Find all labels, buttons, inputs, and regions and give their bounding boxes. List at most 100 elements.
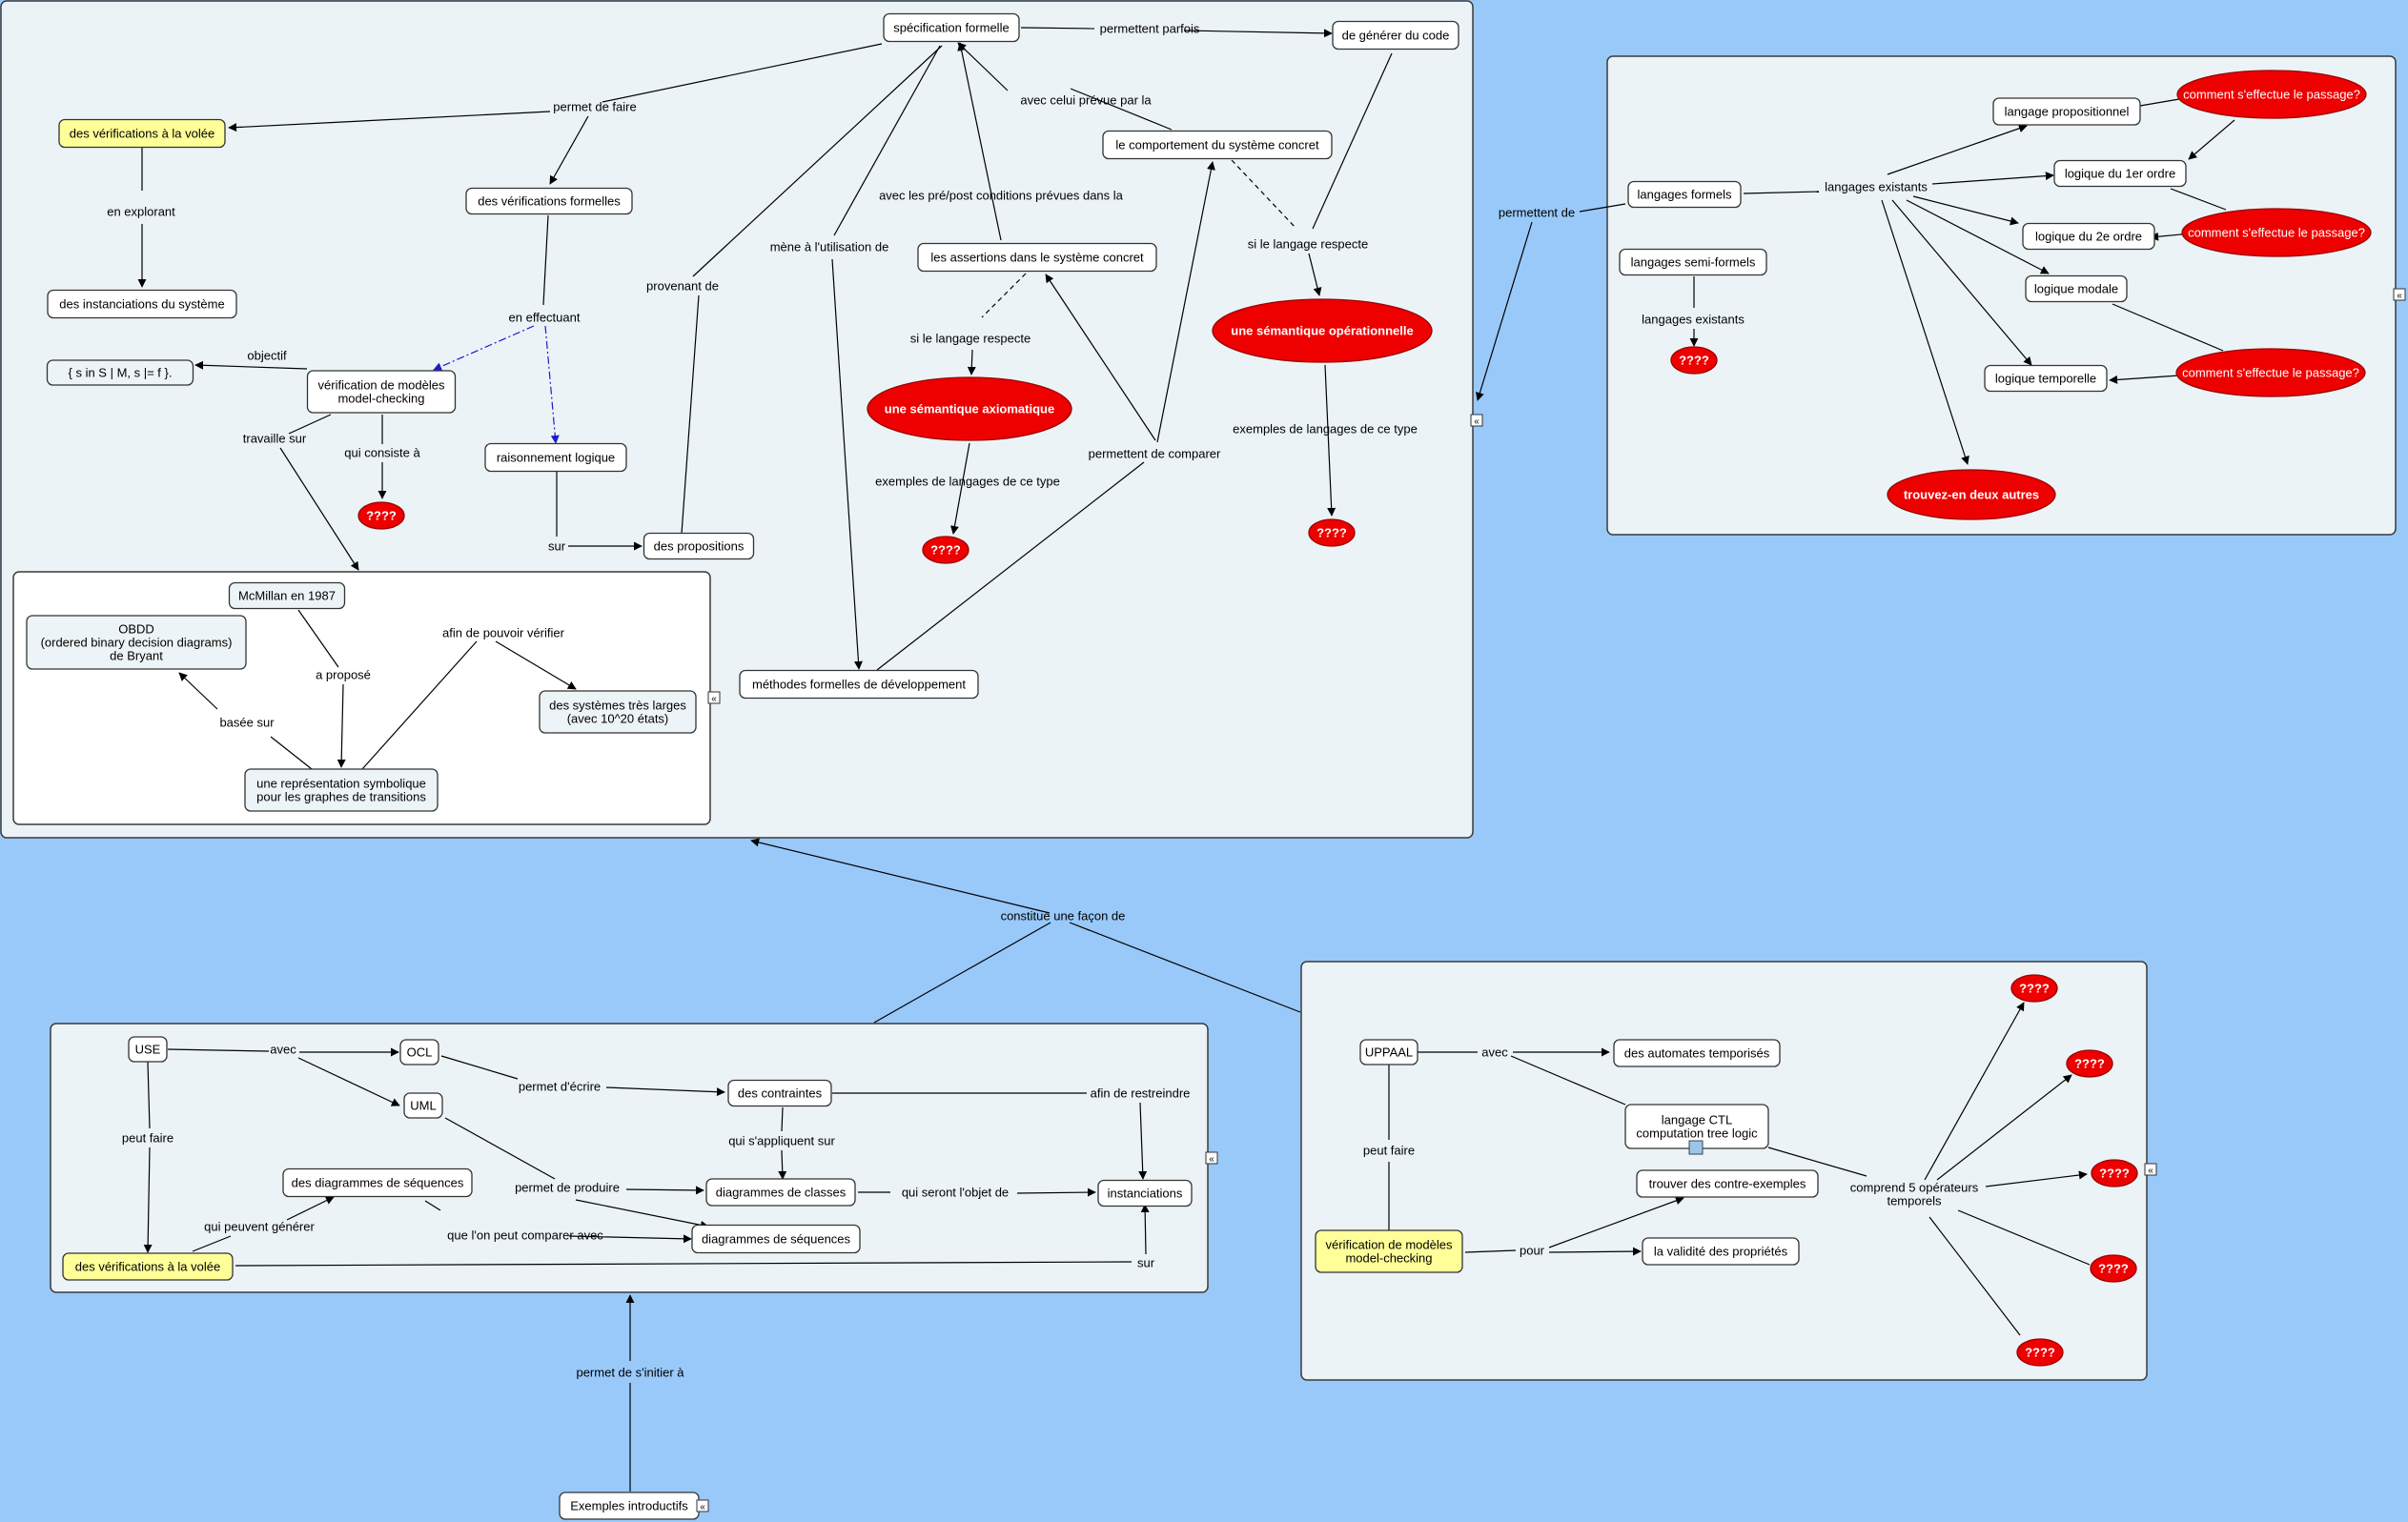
label-text: instanciations (1108, 1187, 1183, 1201)
concept-right-logique-temporelle[interactable]: logique temporelle (1984, 364, 2108, 393)
label-text: permet de s'initier à (576, 1366, 684, 1380)
label-text: UML (410, 1099, 436, 1113)
concept-top-verifications-formelles[interactable]: des vérifications formelles (465, 187, 633, 215)
concept-top-mcmillan[interactable]: McMillan en 1987 (228, 581, 346, 610)
concept-top-instanciations-systeme[interactable]: des instanciations du système (47, 289, 237, 319)
question-bottom-right-q1[interactable]: ???? (2010, 974, 2058, 1003)
concept-top-comportement-systeme-concret[interactable]: le comportement du système concret (1102, 130, 1333, 160)
link-label-bottom-left-qui-peuvent-generer: qui peuvent générer (204, 1220, 315, 1234)
link-label-right-langages-existants-2: langages existants (1642, 313, 1745, 327)
label-text: mène à l'utilisation de (770, 240, 889, 254)
concept-right-logique-2e-ordre[interactable]: logique du 2e ordre (2022, 222, 2155, 251)
concept-top-methodes-formelles[interactable]: méthodes formelles de développement (739, 669, 979, 700)
collapse-bottom-left-icon[interactable]: « (1205, 1151, 1218, 1165)
label-text: afin de restreindre (1091, 1086, 1191, 1101)
label-text: a proposé (316, 668, 371, 682)
question-right-comment-passage-3[interactable]: comment s'effectue le passage? (2175, 348, 2366, 397)
concept-top-assertions-systeme-concret[interactable]: les assertions dans le système concret (917, 242, 1157, 273)
link-label-top-provenant-de: provenant de (646, 279, 719, 294)
link-label-top-travaille-sur: travaille sur (243, 432, 307, 446)
link-label-top-permettent-parfois: permettent parfois (1100, 22, 1200, 36)
label-text: avec celui prévue par la (1020, 93, 1152, 108)
label-text: basée sur (219, 716, 275, 730)
concept-bottom-left-diagrammes-sequences-1[interactable]: des diagrammes de séquences (282, 1167, 473, 1198)
concept-bottom-left-instanciations[interactable]: instanciations (1097, 1179, 1193, 1207)
label-text: avec (1481, 1045, 1508, 1060)
question-bottom-right-q2[interactable]: ???? (2066, 1049, 2113, 1078)
label-text: OCL (407, 1045, 433, 1060)
collapse-top-icon[interactable]: « (1470, 414, 1483, 427)
label-text: logique temporelle (1995, 372, 2096, 386)
svg-text:«: « (1209, 1154, 1214, 1165)
concept-bottom-left-diagrammes-classes[interactable]: diagrammes de classes (705, 1178, 856, 1207)
concept-right-langages-formels[interactable]: langages formels (1627, 180, 1742, 209)
label-text: ???? (366, 509, 397, 523)
concept-bottom-left-des-contraintes[interactable]: des contraintes (727, 1079, 832, 1107)
concept-top-de-generer-du-code[interactable]: de générer du code (1332, 20, 1459, 51)
link-label-bottom-left-permet-decrire: permet d'écrire (519, 1080, 601, 1094)
concept-top-raisonnement-logique[interactable]: raisonnement logique (484, 442, 627, 473)
question-top-q3[interactable]: ???? (922, 536, 969, 564)
concept-bottom-left-uml[interactable]: UML (403, 1092, 443, 1119)
collapse-right-icon[interactable]: « (2393, 288, 2406, 301)
concept-bottom-left-use[interactable]: USE (128, 1036, 168, 1063)
document-icon[interactable] (1688, 1140, 1704, 1155)
question-top-q1[interactable]: ???? (357, 501, 405, 530)
link-label-top-avec-pre-post: avec les pré/post conditions prévues dan… (879, 189, 1124, 203)
link-label-right-permettent-de: permettent de (1499, 206, 1575, 220)
question-top-q2[interactable]: ???? (1308, 518, 1356, 547)
label-text: en effectuant (509, 311, 581, 325)
label-text: comment s'effectue le passage? (2188, 226, 2365, 240)
link-label-bottom-left-sur: sur (1137, 1256, 1155, 1270)
concept-bottom-left-diagrammes-sequences-2[interactable]: diagrammes de séquences (691, 1224, 861, 1254)
concept-right-langages-semi-formels[interactable]: langages semi-formels (1619, 248, 1767, 276)
link-label-bottom-left-permet-de-produire: permet de produire (515, 1181, 620, 1195)
label-text: langages formels (1638, 188, 1732, 202)
label-text: constitue une façon de (1001, 909, 1126, 923)
collapse-exemples-icon[interactable]: « (696, 1499, 709, 1512)
question-right-comment-passage-2[interactable]: comment s'effectue le passage? (2181, 208, 2372, 257)
label-text: langages existants (1642, 313, 1745, 327)
concept-exemples-introductifs[interactable]: Exemples introductifs (559, 1492, 700, 1520)
label-text: que l'on peut comparer avec (447, 1228, 603, 1243)
concept-right-logique-modale[interactable]: logique modale (2025, 274, 2128, 303)
concept-top-verifications-a-la-volee[interactable]: des vérifications à la volée (58, 118, 226, 149)
label-text: des diagrammes de séquences (292, 1176, 464, 1190)
collapse-bottom-right-icon[interactable]: « (2144, 1163, 2157, 1176)
concept-right-logique-1er-ordre[interactable]: logique du 1er ordre (2053, 159, 2187, 188)
concept-right-langage-propositionnel[interactable]: langage propositionnel (1992, 97, 2141, 126)
concept-bottom-left-ocl[interactable]: OCL (399, 1039, 439, 1065)
question-top-semantique-operationnelle[interactable]: une sémantique opérationnelle (1212, 298, 1433, 363)
label-text: sur (548, 539, 566, 554)
collapse-inner-icon[interactable]: « (707, 691, 721, 704)
concept-bottom-left-verifications-a-la-volee[interactable]: des vérifications à la volée (62, 1252, 234, 1281)
question-right-q4[interactable]: ???? (1670, 346, 1718, 375)
concept-bottom-right-validite-proprietes[interactable]: la validité des propriétés (1642, 1237, 1800, 1266)
concept-top-des-propositions[interactable]: des propositions (643, 532, 755, 560)
question-right-trouvez-en[interactable]: trouvez-en deux autres (1887, 469, 2056, 520)
concept-bottom-right-trouver-contre-exemples[interactable]: trouver des contre-exemples (1636, 1169, 1819, 1198)
link-label-bottom-left-qui-sappliquent-sur: qui s'appliquent sur (728, 1134, 835, 1148)
label-text: une sémantique axiomatique (885, 402, 1054, 416)
question-bottom-right-q4[interactable]: ???? (2090, 1254, 2137, 1283)
concept-top-systemes-tres-larges[interactable]: des systèmes très larges(avec 10^20 état… (539, 690, 697, 734)
question-bottom-right-q5[interactable]: ???? (2016, 1338, 2064, 1367)
concept-bottom-right-uppaal[interactable]: UPPAAL (1359, 1039, 1418, 1065)
concept-top-specification-formelle[interactable]: spécification formelle (883, 12, 1020, 43)
link-label-bottom-left-peut-faire: peut faire (122, 1131, 173, 1146)
label-text: afin de pouvoir vérifier (442, 626, 565, 640)
question-top-semantique-axiomatique[interactable]: une sémantique axiomatique (867, 376, 1072, 441)
concept-top-obdd[interactable]: OBDD(ordered binary decision diagrams)de… (26, 615, 247, 670)
label-text: ???? (2098, 1262, 2129, 1276)
concept-top-ensemble-s[interactable]: { s in S | M, s |= f }. (46, 359, 194, 386)
question-right-comment-passage-1[interactable]: comment s'effectue le passage? (2176, 70, 2367, 119)
concept-bottom-right-automates-temporises[interactable]: des automates temporisés (1613, 1039, 1781, 1067)
label-text: comment s'effectue le passage? (2182, 366, 2359, 380)
question-bottom-right-q3[interactable]: ???? (2091, 1159, 2138, 1187)
